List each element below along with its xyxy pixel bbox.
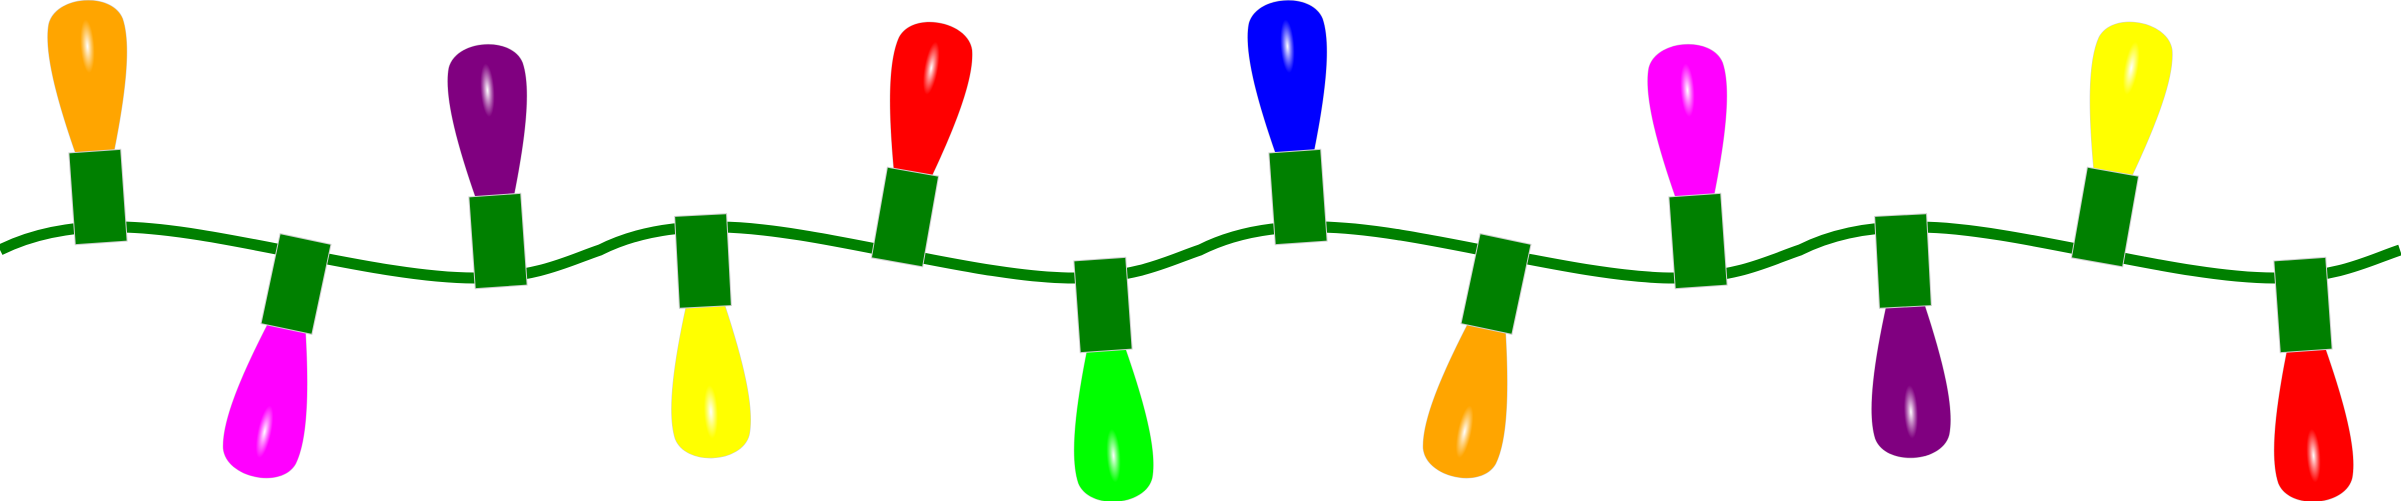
light-12: [2273, 256, 2354, 501]
light-6: [1073, 256, 1154, 501]
socket: [2273, 256, 2333, 354]
bulb-highlight: [2274, 347, 2354, 501]
bulb-highlight: [47, 0, 127, 155]
light-8: [1422, 233, 1532, 479]
bulb-highlight: [1074, 347, 1154, 501]
light-7: [1247, 0, 1328, 246]
bulb-highlight: [447, 44, 527, 199]
light-10: [1871, 213, 1951, 459]
socket: [260, 233, 332, 335]
light-3: [447, 43, 528, 290]
bulb-highlight: [1647, 44, 1727, 199]
wire-cord: [0, 221, 2401, 284]
socket: [1460, 233, 1532, 335]
light-9: [1647, 43, 1728, 290]
bulb-highlight: [1247, 0, 1327, 155]
bulb-highlight: [1871, 303, 1951, 458]
light-2: [222, 233, 332, 479]
light-4: [671, 213, 751, 459]
socket: [674, 213, 732, 309]
wire: [0, 221, 2401, 284]
bulb-highlight: [223, 323, 308, 478]
socket: [68, 148, 128, 246]
bulb-highlight: [890, 22, 973, 177]
socket: [1874, 213, 1932, 309]
light-5: [870, 21, 973, 268]
socket: [1668, 192, 1728, 290]
socket: [1073, 256, 1133, 354]
light-11: [2070, 21, 2173, 268]
bulb-highlight: [1423, 323, 1508, 478]
socket: [2070, 166, 2140, 268]
socket: [870, 166, 940, 268]
socket: [468, 192, 528, 290]
bulb-highlight: [2090, 22, 2173, 177]
bulb-highlight: [671, 303, 751, 458]
socket: [1268, 148, 1328, 246]
lights: [47, 0, 2354, 501]
light-1: [47, 0, 128, 246]
